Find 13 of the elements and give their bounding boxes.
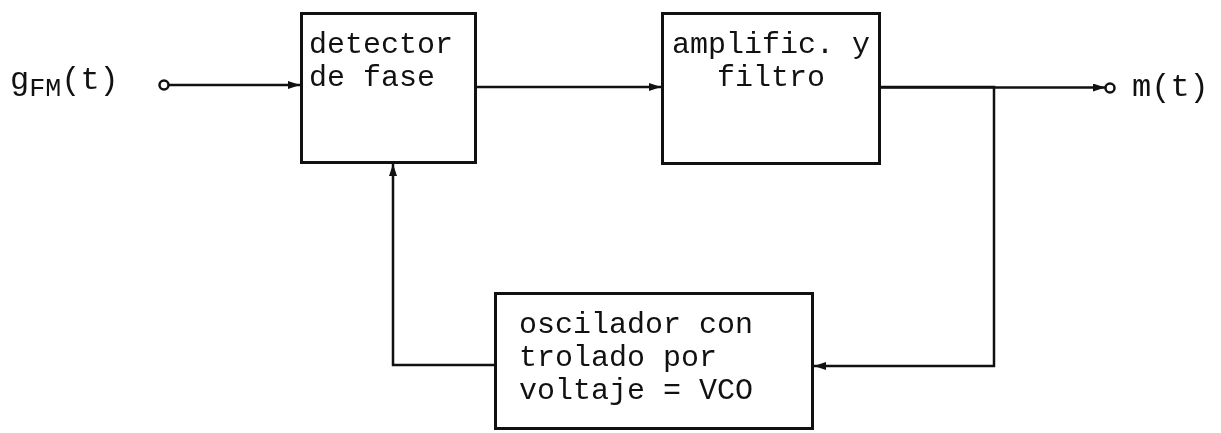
signal-label: g$_{FM}$(t) (10, 63, 119, 107)
signal-label: m(t) (1132, 71, 1209, 104)
block-box (494, 292, 814, 430)
block-label: detector de fase (309, 29, 455, 95)
arrow (814, 85, 996, 370)
block-box (300, 12, 477, 164)
arrow (881, 83, 1105, 92)
block-label: amplific. y filtro (670, 29, 871, 95)
arrow (389, 164, 494, 367)
block-label: oscilador con trolado por voltaje = VCO (519, 309, 755, 408)
block-box (661, 12, 881, 165)
arrow (169, 81, 300, 89)
arrow (477, 83, 661, 91)
